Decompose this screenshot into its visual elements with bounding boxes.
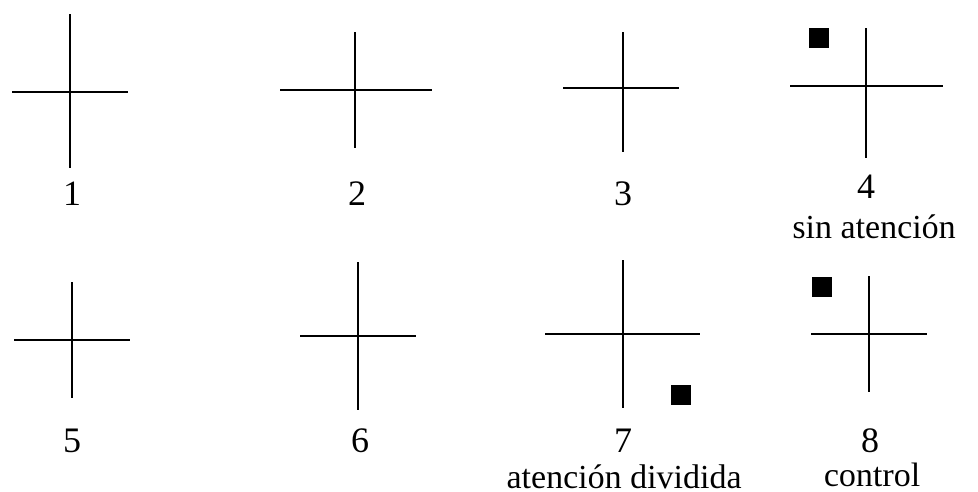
- trial-2-number: 2: [348, 173, 366, 213]
- trial-5-number: 5: [63, 420, 81, 460]
- trial-7-condition-label: atención dividida: [506, 459, 741, 492]
- trial-6: 6: [300, 262, 416, 460]
- trial-4: 4 sin atención: [790, 28, 956, 246]
- trial-8-square-marker: [812, 277, 832, 297]
- trial-2: 2: [280, 32, 432, 213]
- trial-8-condition-label: control: [824, 457, 920, 492]
- trial-5: 5: [14, 282, 130, 460]
- trial-7: 7 atención dividida: [506, 260, 742, 492]
- trial-4-number: 4: [857, 166, 875, 206]
- trial-1-number: 1: [63, 173, 81, 213]
- trial-4-condition-label: sin atención: [792, 209, 955, 246]
- trial-8-number: 8: [861, 420, 879, 460]
- trial-7-number: 7: [614, 420, 632, 460]
- trial-6-number: 6: [351, 420, 369, 460]
- trial-7-square-marker: [671, 385, 691, 405]
- trial-1: 1: [12, 14, 128, 213]
- trial-8: 8 control: [811, 276, 927, 492]
- trial-3: 3: [563, 32, 679, 213]
- trial-3-number: 3: [614, 173, 632, 213]
- trial-4-square-marker: [809, 28, 829, 48]
